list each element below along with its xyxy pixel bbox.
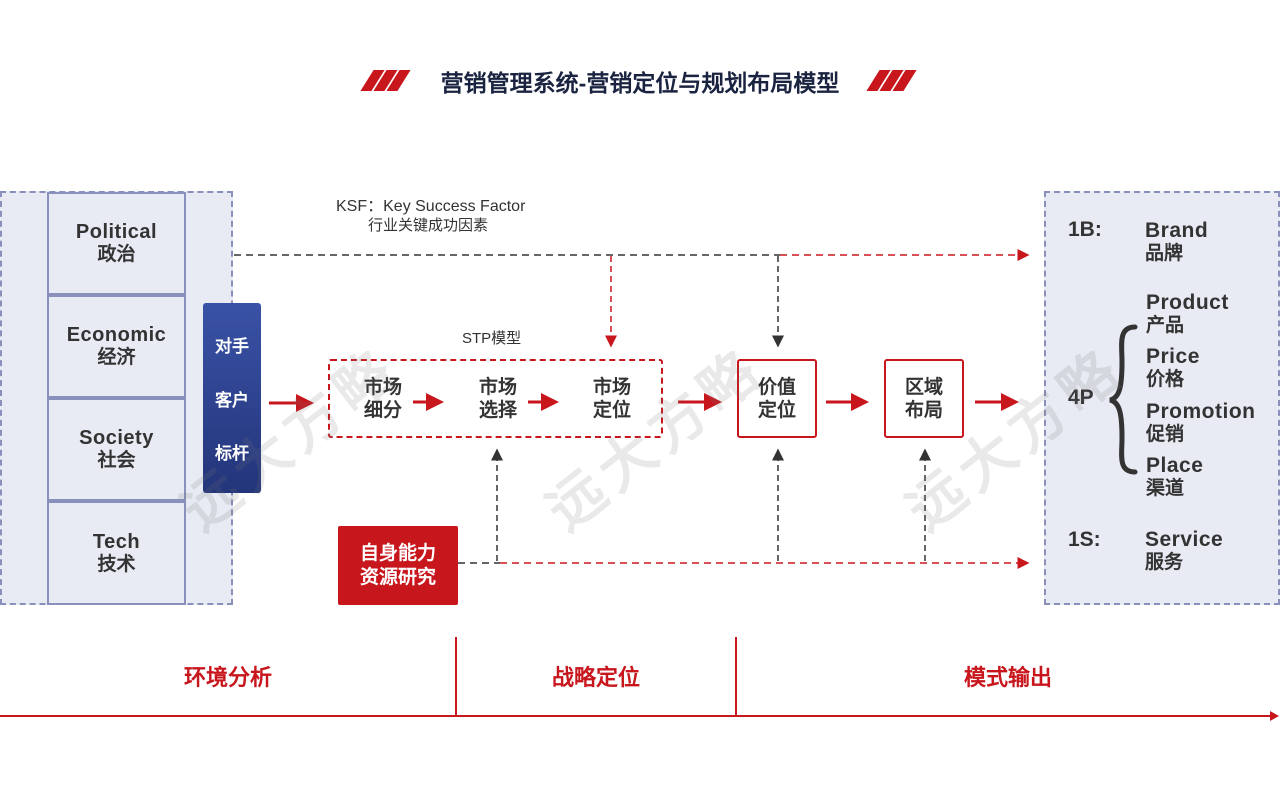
service-item: Service 服务: [1145, 528, 1223, 574]
pest-label-en: Tech: [92, 530, 141, 553]
pest-label-en: Society: [79, 427, 154, 449]
ksf-label: KSF：Key Success Factor: [336, 198, 526, 215]
node-line: 定位: [592, 400, 631, 421]
pest-label-zh: 技术: [97, 553, 136, 575]
output-label-zh: 促销: [1146, 424, 1185, 445]
output-label-en: Promotion: [1146, 400, 1256, 423]
ksf-label-zh: 行业关键成功因素: [368, 217, 489, 234]
fourp-place: Place 渠道: [1146, 454, 1203, 500]
self-capability-box: 自身能力 资源研究: [338, 526, 458, 605]
node-line: 资源研究: [359, 566, 436, 588]
output-label-zh: 品牌: [1145, 243, 1184, 264]
timeline-arrowhead: [1270, 711, 1279, 721]
pest-society: Society 社会: [47, 398, 186, 501]
pest-tech: Tech 技术: [47, 501, 186, 605]
customer-box-item: 客户: [215, 390, 249, 410]
node-line: 市场: [363, 377, 402, 398]
customer-box-item: 对手: [215, 336, 249, 356]
phase-strategic-positioning: 战略定位: [551, 665, 640, 690]
stp-label: STP模型: [462, 330, 522, 347]
node-line: 市场: [478, 377, 517, 398]
output-label-zh: 服务: [1145, 552, 1184, 573]
node-line: 价值: [757, 376, 796, 398]
pest-label-zh: 政治: [97, 244, 136, 265]
brand-item: Brand 品牌: [1145, 219, 1208, 265]
output-label-en: Price: [1146, 345, 1200, 368]
phase-environment-analysis: 环境分析: [183, 665, 272, 690]
output-label-en: Place: [1146, 454, 1204, 477]
node-line: 选择: [478, 400, 517, 421]
pest-political: Political 政治: [47, 192, 186, 295]
node-line: 细分: [363, 400, 402, 421]
customer-box-item: 标杆: [215, 444, 249, 464]
output-label-zh: 价格: [1146, 369, 1185, 390]
pest-label-zh: 社会: [97, 450, 136, 471]
pest-label-en: Economic: [66, 324, 167, 346]
stp-step-segmentation: 市场 细分: [353, 376, 413, 422]
node-line: 布局: [904, 399, 943, 421]
node-line: 市场: [592, 377, 631, 398]
fourp-product: Product 产品: [1146, 291, 1229, 337]
brand-code: 1B:: [1068, 218, 1102, 241]
stp-box: [328, 359, 663, 438]
output-label-zh: 产品: [1146, 315, 1185, 336]
pest-economic: Economic 经济: [47, 295, 186, 398]
value-positioning-box: 价值 定位: [737, 359, 817, 438]
node-line: 定位: [757, 399, 796, 421]
fourp-brace: [1109, 324, 1138, 475]
output-label-zh: 渠道: [1146, 478, 1185, 499]
output-panel: [1044, 191, 1280, 605]
stp-step-positioning: 市场 定位: [582, 376, 642, 422]
service-code: 1S:: [1068, 528, 1101, 551]
regional-layout-box: 区域 布局: [884, 359, 964, 438]
output-label-en: Service: [1145, 528, 1224, 551]
phase-model-output: 模式输出: [963, 665, 1052, 690]
node-line: 自身能力: [359, 542, 436, 564]
output-label-en: Brand: [1145, 219, 1209, 242]
stp-step-targeting: 市场 选择: [468, 376, 528, 422]
node-line: 区域: [904, 376, 943, 398]
pest-label-zh: 经济: [97, 347, 136, 368]
pest-label-en: Political: [75, 221, 158, 243]
fourp-promotion: Promotion 促销: [1146, 400, 1256, 446]
fourp-code: 4P: [1068, 386, 1094, 409]
output-label-en: Product: [1146, 291, 1229, 314]
competitor-customer-benchmark-box: 对手 客户 标杆: [203, 303, 261, 493]
fourp-price: Price 价格: [1146, 345, 1200, 391]
page-title: 营销管理系统-营销定位与规划布局模型: [440, 70, 840, 96]
